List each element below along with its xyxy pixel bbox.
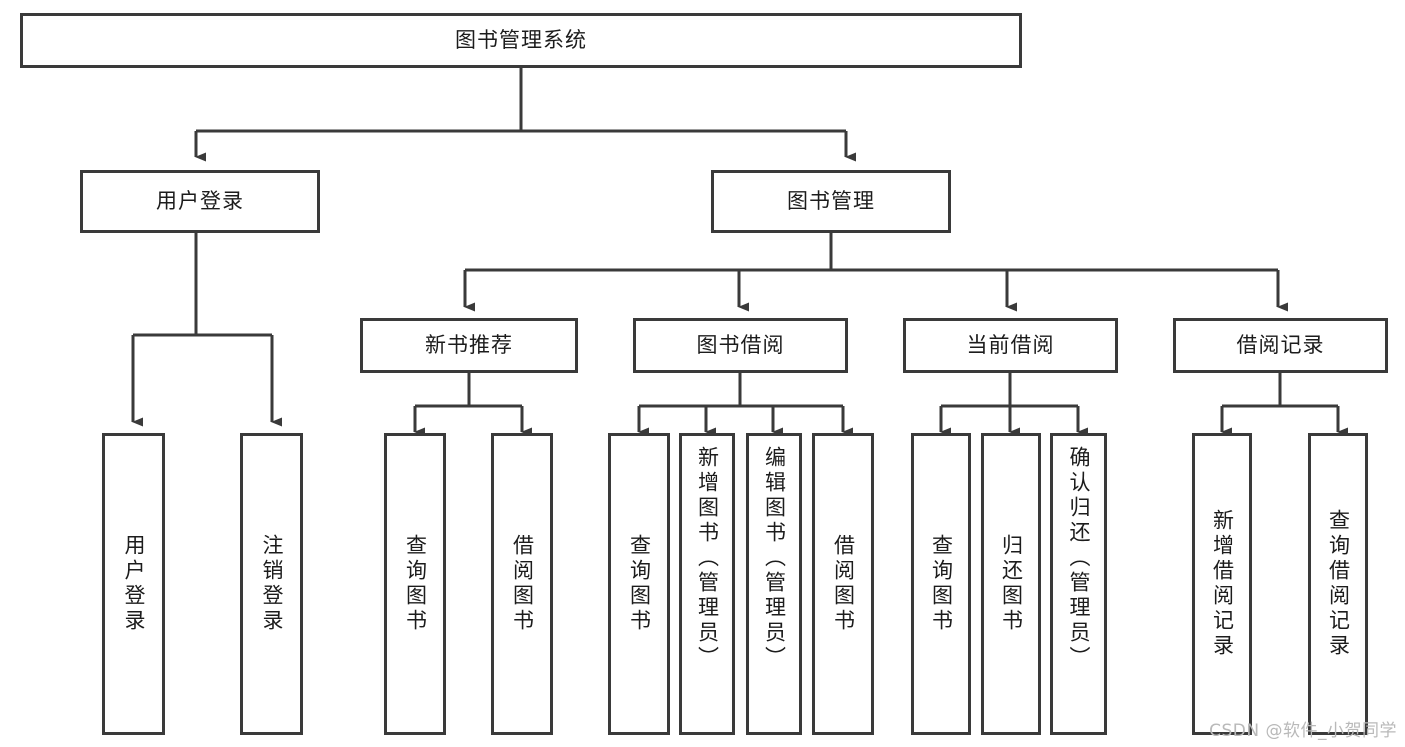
node-label: 借阅记录 — [1236, 332, 1325, 357]
node-label: 注销登录 — [260, 534, 284, 634]
node-label: 用户登录 — [156, 188, 244, 213]
leaf-logout-login[interactable]: 注销登录 — [240, 433, 303, 735]
node-label: 图书借阅 — [696, 332, 785, 357]
leaf-return-book[interactable]: 归还图书 — [981, 433, 1041, 735]
node-user-login[interactable]: 用户登录 — [80, 170, 320, 233]
node-label: 用户登录 — [122, 534, 146, 634]
leaf-query-book-borrow[interactable]: 查询图书 — [608, 433, 670, 735]
node-label: 新书推荐 — [425, 332, 513, 357]
leaf-add-book[interactable]: 新增图书（管理员） — [679, 433, 735, 735]
leaf-add-borrow-record[interactable]: 新增借阅记录 — [1192, 433, 1252, 735]
node-book-manage[interactable]: 图书管理 — [711, 170, 951, 233]
node-current-borrow[interactable]: 当前借阅 — [903, 318, 1118, 373]
node-new-book-recommend[interactable]: 新书推荐 — [360, 318, 578, 373]
leaf-confirm-return[interactable]: 确认归还（管理员） — [1050, 433, 1107, 735]
leaf-query-borrow-record[interactable]: 查询借阅记录 — [1308, 433, 1368, 735]
leaf-query-book-recommend[interactable]: 查询图书 — [384, 433, 446, 735]
node-label: 借阅图书 — [831, 534, 856, 634]
node-label: 确认归还（管理员） — [1067, 446, 1091, 671]
node-label: 查询借阅记录 — [1326, 509, 1351, 659]
node-label: 查询图书 — [929, 534, 954, 634]
node-label: 当前借阅 — [966, 332, 1055, 357]
csdn-watermark: CSDN @软件_小贺同学 — [1209, 721, 1397, 741]
leaf-borrow-book-recommend[interactable]: 借阅图书 — [491, 433, 553, 735]
node-label: 图书管理系统 — [455, 27, 587, 52]
node-label: 新增借阅记录 — [1210, 509, 1235, 659]
node-borrow-record[interactable]: 借阅记录 — [1173, 318, 1388, 373]
node-root-book-management-system[interactable]: 图书管理系统 — [20, 13, 1022, 68]
leaf-edit-book[interactable]: 编辑图书（管理员） — [746, 433, 802, 735]
leaf-user-login[interactable]: 用户登录 — [102, 433, 165, 735]
node-label: 归还图书 — [999, 534, 1024, 634]
leaf-borrow-book-borrow[interactable]: 借阅图书 — [812, 433, 874, 735]
node-label: 借阅图书 — [510, 534, 535, 634]
leaf-query-book-current[interactable]: 查询图书 — [911, 433, 971, 735]
node-label: 查询图书 — [627, 534, 652, 634]
node-book-borrow[interactable]: 图书借阅 — [633, 318, 848, 373]
node-label: 新增图书（管理员） — [695, 446, 720, 671]
node-label: 编辑图书（管理员） — [762, 446, 787, 671]
node-label: 图书管理 — [787, 188, 875, 213]
node-label: 查询图书 — [403, 534, 428, 634]
